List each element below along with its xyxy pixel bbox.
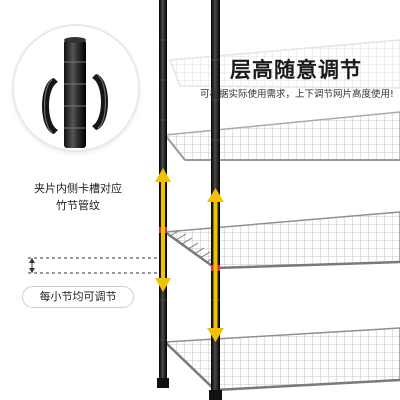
page-subtitle: 可根据实际使用需求，上下调节网片高度使用! (200, 89, 394, 100)
clip-note-line-1: 夹片内侧卡槽对应 (34, 182, 122, 195)
clip-icon (42, 37, 108, 148)
shelf-top (168, 39, 400, 89)
adjust-arrow-right (207, 188, 224, 342)
shelf-bottom (163, 327, 400, 392)
page-title: 层高随意调节 (230, 58, 362, 82)
interval-label: 每小节均可调节 (22, 286, 134, 308)
clip-detail-circle (14, 26, 138, 150)
interval-bracket (28, 257, 160, 274)
shelf-3 (162, 211, 400, 270)
shelf-2 (163, 111, 400, 161)
clip-note: 夹片内侧卡槽对应 竹节管纹 (8, 180, 148, 214)
adjust-arrow-left (155, 168, 171, 292)
headline: 层高随意调节 可根据实际使用需求，上下调节网片高度使用! (200, 56, 394, 102)
clip-note-line-2: 竹节管纹 (56, 199, 100, 212)
